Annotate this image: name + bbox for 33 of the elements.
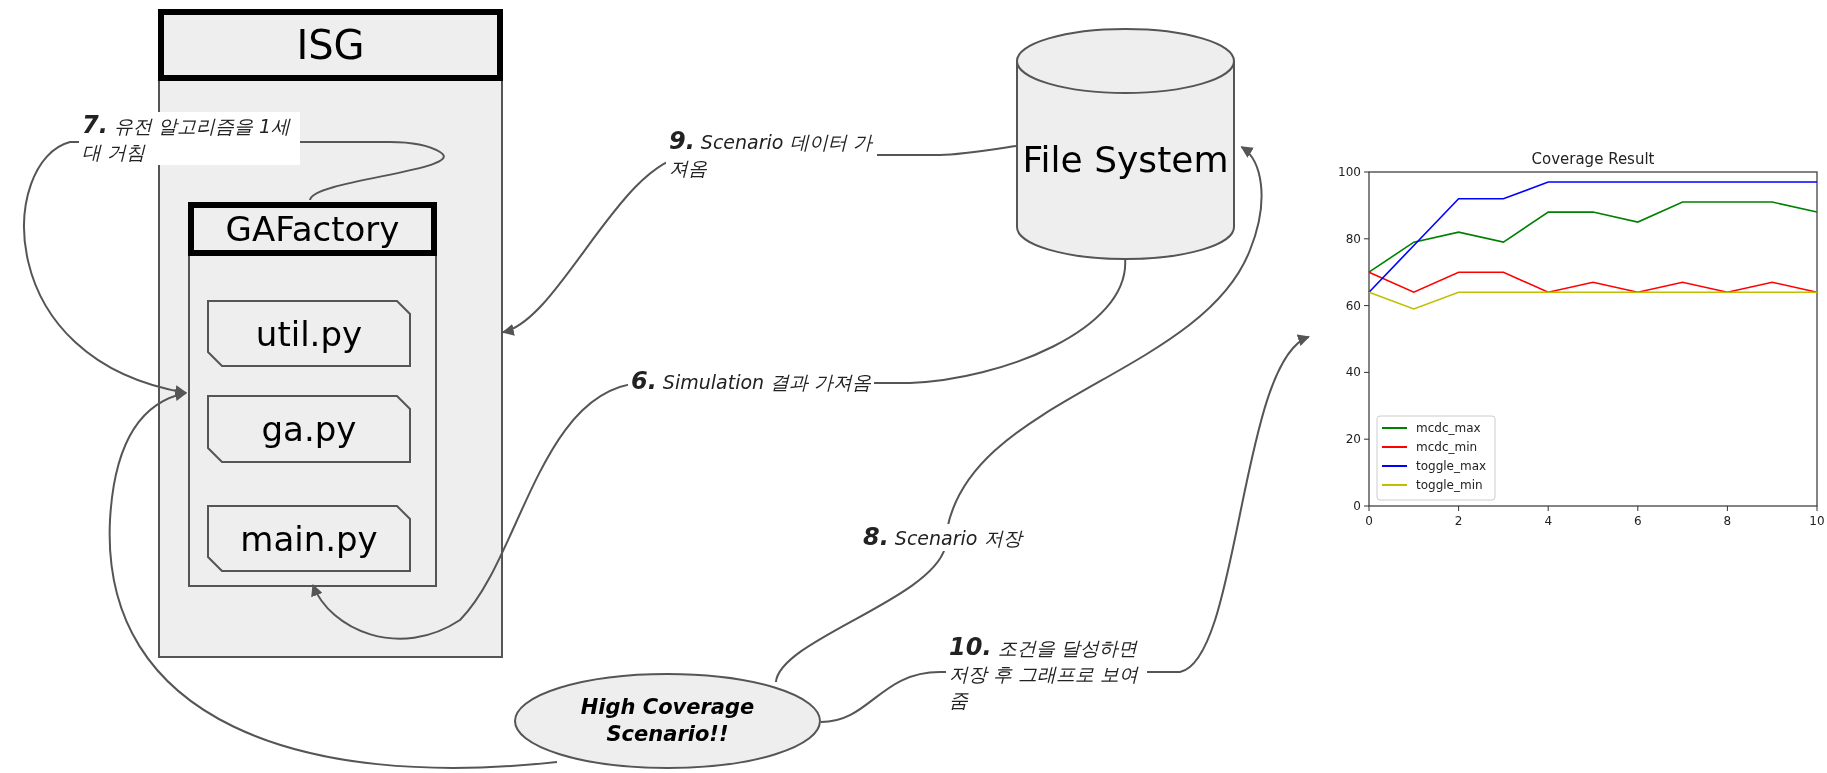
file-box: main.py [207,505,411,572]
tick-label: 10 [1809,514,1825,528]
ellipse-node: High Coverage Scenario!! [514,673,821,769]
tick-label: 8 [1723,514,1732,528]
edge-label: 10. 조건을 달성하면 저장 후 그래프로 보여줌 [946,634,1147,713]
tick-label: 40 [1345,365,1361,380]
header-box: ISG [158,9,503,81]
tick-label: 100 [1338,165,1361,179]
tick-label: 80 [1345,231,1361,246]
tick-label: 0 [1365,514,1373,528]
arrow [109,389,558,769]
file-box: ga.py [207,395,411,463]
file-box: util.py [207,300,411,367]
edge-label: 9. Scenario 데이터 가져옴 [666,128,877,181]
tick-label: 20 [1345,432,1361,447]
arrow [774,146,1263,683]
edge-label: 8. Scenario 저장 [860,524,1025,551]
container-box [188,202,437,587]
container-box [158,9,503,658]
tick-label: 6 [1634,514,1642,528]
chart-title: Coverage Result [1531,150,1655,168]
legend-label: mcdc_max [1416,421,1481,435]
edge-label: 6. Simulation 결과 가져옴 [628,368,875,395]
legend-label: toggle_max [1416,459,1487,473]
tick-label: 60 [1345,298,1361,313]
edge-label: 7. 유전 알고리즘을 1세대 거침 [79,112,300,165]
tick-label: 4 [1544,514,1552,528]
tick-label: 0 [1353,499,1361,513]
database-cylinder: File System [1016,29,1235,259]
tick-label: 2 [1454,514,1463,528]
legend-label: mcdc_min [1416,440,1478,454]
header-box: GAFactory [188,202,437,256]
legend-label: toggle_min [1416,478,1483,492]
